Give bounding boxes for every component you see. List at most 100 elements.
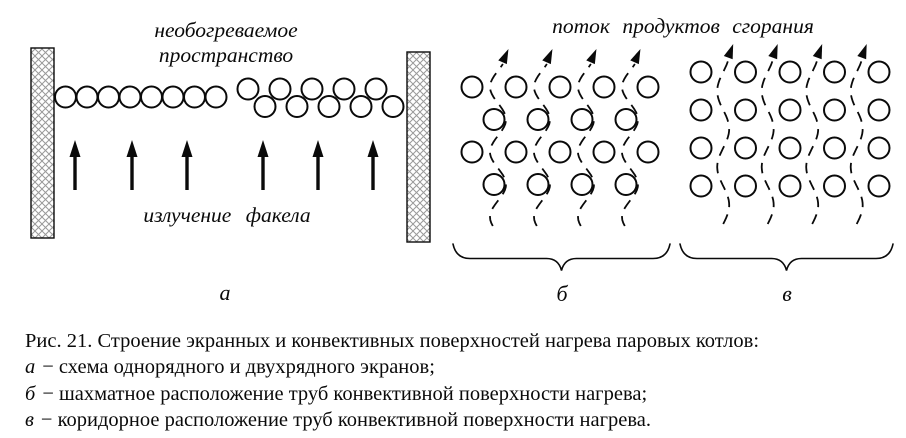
furnace-wall-left: [30, 47, 55, 239]
tube-circle: [867, 98, 891, 122]
caption-text-b: − шахматное расположение труб конвективн…: [42, 382, 648, 405]
tube-circle: [734, 98, 757, 122]
tube-circle: [118, 85, 142, 109]
caption-title: Рис. 21. Строение экранных и конвективны…: [25, 330, 760, 352]
single-row-screen-tubes: [54, 85, 228, 109]
gas-flow-arrowhead: [812, 44, 823, 60]
tube-circle: [482, 173, 506, 196]
caption-marker-a: а: [25, 356, 36, 379]
tube-circle: [867, 174, 891, 198]
caption-text-a: − схема однорядного и двухрядного экрано…: [42, 356, 435, 379]
gas-flow-wavy-line: [621, 63, 639, 227]
tube-circle: [332, 77, 356, 101]
tube-circle: [97, 85, 120, 109]
tube-circle: [734, 60, 757, 84]
gas-flow-lines-corridor: [716, 44, 867, 225]
tube-circle: [268, 77, 292, 101]
tube-circle: [548, 140, 572, 164]
gas-flow-wavy-line: [760, 58, 775, 225]
caption-item-a: а − схема однорядного и двухрядного экран…: [25, 354, 895, 380]
unheated-space-label-line2: пространство: [159, 43, 294, 67]
brace-corridor-bank: [679, 243, 894, 271]
gas-flow-arrowhead: [542, 49, 553, 65]
gas-flow-arrowhead: [857, 44, 867, 60]
tube-circle: [614, 173, 638, 196]
caption-item-v: в− коридорное расположение труб конвекти…: [25, 407, 895, 433]
radiation-arrow-head: [69, 140, 81, 157]
tube-circle: [689, 174, 713, 198]
tube-circle: [526, 173, 550, 196]
tube-circle: [504, 75, 528, 99]
tube-circle: [778, 136, 802, 160]
radiation-arrow-head: [126, 140, 138, 157]
boiler-heating-surfaces-diagram: необогреваемое пространство излучение фа…: [30, 14, 894, 306]
tube-circle: [548, 75, 572, 99]
gas-flow-wavy-line: [489, 63, 507, 227]
gas-flow-arrowhead: [723, 44, 734, 60]
caption-marker-b: б: [25, 382, 36, 405]
gas-flow-arrowhead: [586, 49, 597, 65]
gas-flow-wavy-line: [716, 58, 731, 225]
radiation-arrow-head: [367, 140, 379, 157]
tube-circle: [54, 85, 77, 109]
radiation-arrow-head: [257, 140, 269, 157]
gas-flow-arrowhead: [498, 49, 509, 65]
flame-radiation-label: излучение факела: [143, 203, 310, 227]
tube-circle: [526, 108, 550, 131]
tube-circle: [504, 140, 528, 164]
section-v-label: в: [782, 281, 792, 306]
tube-circle: [823, 60, 846, 84]
gas-flow-wavy-line: [577, 63, 595, 227]
tube-circle: [734, 174, 757, 198]
caption-item-b: б − шахматное расположение труб конвектив…: [25, 381, 895, 407]
tube-circle: [183, 85, 206, 109]
tube-circle: [285, 95, 309, 118]
tube-circle: [734, 136, 757, 160]
radiation-arrow-head: [181, 140, 193, 157]
tube-circle: [778, 60, 802, 84]
tube-circle: [636, 140, 660, 164]
tube-circle: [253, 95, 277, 118]
corridor-tube-bank: [689, 60, 891, 198]
flame-radiation-arrows: [69, 140, 379, 190]
gas-flow-wavy-line: [849, 58, 864, 225]
tube-circle: [823, 174, 846, 198]
unheated-space-label-line1: необогреваемое: [154, 18, 298, 42]
caption-text-v: − коридорное расположение труб конвектив…: [40, 409, 651, 432]
gas-flow-arrowhead: [630, 49, 641, 65]
tube-circle: [381, 95, 405, 118]
tube-circle: [778, 174, 802, 198]
tube-circle: [364, 77, 388, 101]
tube-circle: [349, 95, 373, 118]
double-row-screen-tubes: [236, 77, 405, 118]
tube-circle: [689, 98, 713, 122]
brace-staggered-bank: [452, 243, 671, 271]
section-a-label: а: [220, 280, 231, 305]
tube-circle: [689, 136, 713, 160]
gas-flow-wavy-line: [805, 58, 820, 225]
tube-circle: [823, 136, 846, 160]
tube-circle: [300, 77, 324, 101]
tube-circle: [592, 75, 616, 99]
tube-circle: [823, 98, 846, 122]
radiation-arrow-head: [312, 140, 324, 157]
gas-flow-arrowhead: [768, 44, 778, 60]
gas-flow-wavy-line: [533, 63, 551, 227]
tube-circle: [778, 98, 802, 122]
tube-circle: [636, 75, 660, 99]
staggered-tube-bank: [460, 75, 660, 196]
tube-circle: [460, 140, 484, 164]
tube-circle: [689, 60, 713, 84]
figure-caption: Рис. 21. Строение экранных и конвективны…: [25, 328, 895, 434]
combustion-products-flow-label: поток продуктов сгорания: [552, 14, 814, 38]
tube-circle: [592, 140, 616, 164]
tube-circle: [204, 85, 228, 109]
furnace-wall-right: [406, 51, 431, 243]
tube-circle: [161, 85, 185, 109]
tube-circle: [482, 108, 506, 131]
section-b-label: б: [556, 281, 568, 306]
gas-flow-lines-staggered: [489, 49, 641, 227]
tube-circle: [317, 95, 341, 118]
tube-circle: [75, 85, 99, 109]
